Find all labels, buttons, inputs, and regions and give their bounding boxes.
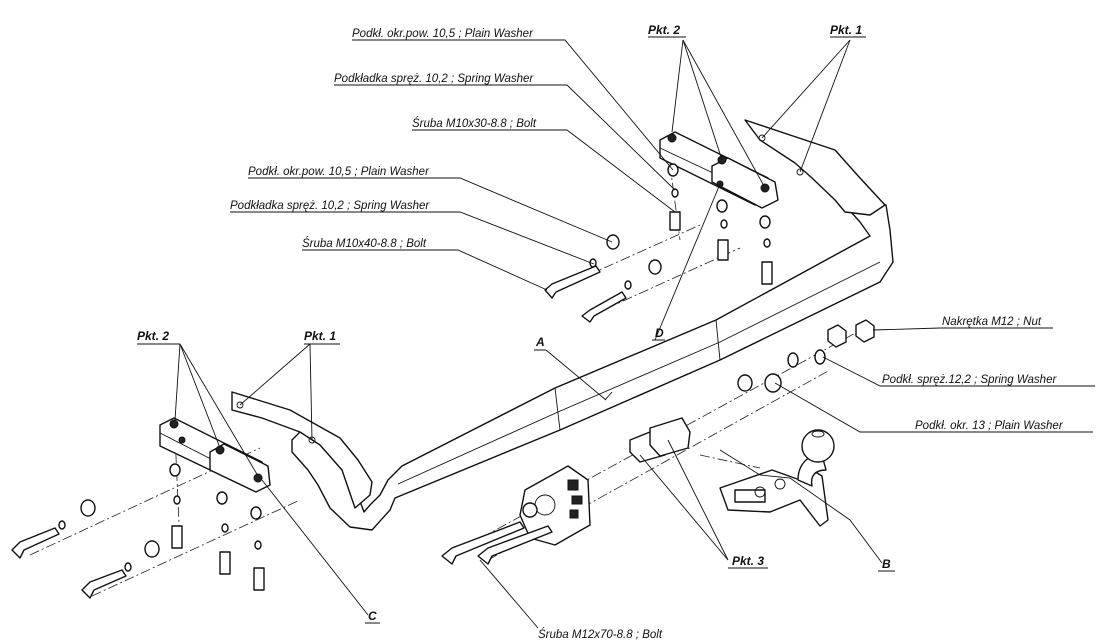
label-bolt-m10x30: Śruba M10x30-8.8 ; Bolt	[412, 117, 537, 130]
label-pkt1-top: Pkt. 1	[830, 23, 862, 37]
label-a: A	[535, 335, 545, 349]
tow-ball-b	[719, 429, 835, 527]
label-plain-washer-top-1: Podkł. okr.pow. 10,5 ; Plain Washer	[352, 28, 534, 40]
label-pkt2-top: Pkt. 2	[648, 23, 680, 37]
label-pkt1-left: Pkt. 1	[304, 329, 336, 343]
label-pkt3: Pkt. 3	[732, 554, 764, 568]
label-bolt-m12x70: Śruba M12x70-8.8 ; Bolt	[538, 628, 663, 641]
left-mount-arm	[231, 391, 373, 509]
label-pkt2-left: Pkt. 2	[137, 329, 169, 343]
label-spring-washer-top-2: Podkładka spręż. 10,2 ; Spring Washer	[230, 200, 430, 212]
crossbar-a	[291, 193, 894, 531]
left-fasteners	[11, 463, 265, 599]
top-fasteners	[544, 163, 773, 323]
label-b: B	[882, 557, 891, 571]
label-c: C	[368, 609, 377, 623]
top-mount-arm	[744, 119, 886, 216]
label-bolt-m10x40: Śruba M10x40-8.8 ; Bolt	[302, 237, 427, 250]
label-spring-washer-12: Podkł. spręż.12,2 ; Spring Washer	[882, 374, 1057, 386]
label-nut-m12: Nakrętka M12 ; Nut	[942, 316, 1042, 328]
label-d: D	[655, 326, 664, 340]
label-plain-washer-top-2: Podkł. okr.pow. 10,5 ; Plain Washer	[248, 166, 430, 178]
label-spring-washer-top-1: Podkładka spręż. 10,2 ; Spring Washer	[334, 73, 534, 85]
m12-bolts	[441, 521, 553, 565]
bracket-c-left	[159, 417, 271, 493]
rear-fasteners	[737, 319, 875, 393]
label-plain-washer-13: Podkł. okr. 13 ; Plain Washer	[915, 420, 1064, 432]
socket-plate	[519, 391, 691, 546]
labels: Podkł. okr.pow. 10,5 ; Plain Washer Podk…	[137, 23, 1095, 641]
